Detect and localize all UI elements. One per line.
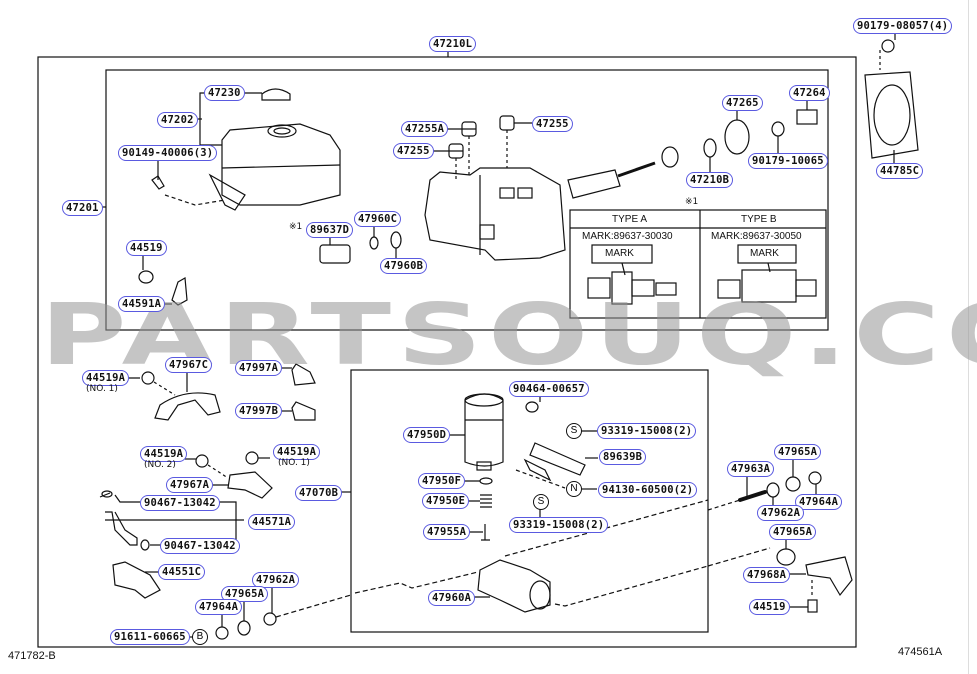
type-a-header: TYPE A — [612, 214, 648, 225]
reservoir-cap — [261, 88, 291, 101]
part-label-47210b[interactable]: 47210B — [686, 172, 734, 188]
pump-subassembly-frame — [350, 369, 709, 633]
symbol-b: B — [192, 629, 208, 645]
piston — [567, 169, 621, 199]
part-label-47963a[interactable]: 47963A — [727, 461, 775, 477]
part-label-47230[interactable]: 47230 — [204, 85, 245, 101]
pin-47963a — [738, 490, 767, 502]
part-label-47965a-left[interactable]: 47965A — [221, 586, 269, 602]
part-label-47960b[interactable]: 47960B — [380, 258, 428, 274]
part-label-47950e[interactable]: 47950E — [422, 493, 470, 509]
part-label-44519a-no2[interactable]: 44519A — [140, 446, 188, 462]
bracket-47967a — [227, 471, 273, 499]
part-label-47967c[interactable]: 47967C — [165, 357, 213, 373]
part-label-47210l[interactable]: 47210L — [429, 36, 477, 52]
type-b-mark-callout: MARK — [750, 248, 779, 259]
part-label-47964a-left[interactable]: 47964A — [195, 599, 243, 615]
clamp-90464-00657 — [525, 401, 539, 413]
bracket-47968a — [805, 556, 853, 597]
symbol-n: N — [566, 481, 582, 497]
part-label-47264[interactable]: 47264 — [789, 85, 830, 101]
part-note-no1-b: (NO. 1) — [278, 458, 310, 468]
type-a-mark-callout: MARK — [605, 248, 634, 259]
part-label-44591a[interactable]: 44591A — [118, 296, 166, 312]
part-label-47950d[interactable]: 47950D — [403, 427, 451, 443]
part-label-47960c[interactable]: 47960C — [354, 211, 402, 227]
note-marker: ※1 — [685, 197, 699, 207]
type-b-sensor-sketch — [717, 262, 817, 303]
symbol-s-lower: S — [533, 494, 549, 510]
part-label-90464-00657[interactable]: 90464-00657 — [509, 381, 589, 397]
part-label-90467-13042-b[interactable]: 90467-13042 — [160, 538, 240, 554]
part-label-89639b[interactable]: 89639B — [599, 449, 647, 465]
part-label-90179-10065[interactable]: 90179-10065 — [748, 153, 828, 169]
part-note-no1: (NO. 1) — [86, 384, 118, 394]
symbol-s-upper: S — [566, 423, 582, 439]
part-label-90179-08057[interactable]: 90179-08057(4) — [853, 18, 953, 34]
type-b-mark: MARK:89637-30050 — [711, 231, 802, 242]
part-label-47070b[interactable]: 47070B — [295, 485, 343, 501]
part-label-47962a-left[interactable]: 47962A — [252, 572, 300, 588]
part-label-47255-left[interactable]: 47255 — [393, 143, 434, 159]
outer-frame — [37, 56, 857, 648]
part-label-47967a[interactable]: 47967A — [166, 477, 214, 493]
diagram-ref-right: 474561A — [898, 646, 943, 658]
part-label-94130-60500[interactable]: 94130-60500(2) — [598, 482, 698, 498]
type-b-header: TYPE B — [741, 214, 777, 225]
part-label-47950f[interactable]: 47950F — [418, 473, 466, 489]
type-a-mark: MARK:89637-30030 — [582, 231, 673, 242]
boot — [724, 119, 750, 155]
diagram-ref-left: 471782-B — [8, 650, 56, 662]
part-label-47255-right[interactable]: 47255 — [532, 116, 573, 132]
part-label-47201[interactable]: 47201 — [62, 200, 103, 216]
part-label-47968a[interactable]: 47968A — [743, 567, 791, 583]
part-label-44571a[interactable]: 44571A — [248, 514, 296, 530]
part-label-90149-40006[interactable]: 90149-40006(3) — [118, 145, 218, 161]
part-label-89637d[interactable]: 89637D — [306, 222, 354, 238]
hose-44571a — [105, 511, 138, 546]
cushion-47997a — [291, 363, 316, 386]
bracket-44551c — [112, 561, 161, 599]
wire-harness-89639b — [529, 442, 586, 476]
part-label-47255a[interactable]: 47255A — [401, 121, 449, 137]
part-label-47997b[interactable]: 47997B — [235, 403, 283, 419]
part-label-93319-15008-b[interactable]: 93319-15008(2) — [509, 517, 609, 533]
type-a-sensor-sketch — [587, 262, 677, 305]
part-label-47955a[interactable]: 47955A — [423, 524, 471, 540]
part-label-47965a-r2[interactable]: 47965A — [769, 524, 817, 540]
part-label-93319-15008-a[interactable]: 93319-15008(2) — [597, 423, 697, 439]
part-label-44519a-no1[interactable]: 44519A — [82, 370, 130, 386]
part-label-47265[interactable]: 47265 — [722, 95, 763, 111]
bracket-47967c — [154, 392, 221, 421]
sensor-note-marker: ※1 — [289, 222, 303, 232]
part-label-44519-top[interactable]: 44519 — [126, 240, 167, 256]
part-label-47997a[interactable]: 47997A — [235, 360, 283, 376]
part-label-47960a[interactable]: 47960A — [428, 590, 476, 606]
part-label-44519-bottom[interactable]: 44519 — [749, 599, 790, 615]
part-label-47962a-right[interactable]: 47962A — [757, 505, 805, 521]
part-label-44551c[interactable]: 44551C — [158, 564, 206, 580]
pump-motor-47960a — [477, 559, 551, 613]
part-label-44785c[interactable]: 44785C — [876, 163, 924, 179]
reservoir-tank — [221, 123, 341, 206]
gasket — [864, 71, 919, 159]
part-note-no2: (NO. 2) — [144, 460, 176, 470]
part-label-47202[interactable]: 47202 — [157, 112, 198, 128]
pressure-sensor — [319, 244, 351, 264]
sensor-type-table — [569, 209, 827, 319]
page-edge — [968, 0, 969, 674]
part-label-44519a-no1-b[interactable]: 44519A — [273, 444, 321, 460]
hydraulic-actuator — [424, 167, 566, 261]
upper-subassembly-frame — [105, 69, 829, 331]
cushion-47997b — [291, 401, 316, 421]
part-label-91611-60665[interactable]: 91611-60665 — [110, 629, 190, 645]
part-label-47964a-right[interactable]: 47964A — [795, 494, 843, 510]
part-label-47965a-r1[interactable]: 47965A — [774, 444, 822, 460]
part-label-90467-13042-a[interactable]: 90467-13042 — [140, 495, 220, 511]
